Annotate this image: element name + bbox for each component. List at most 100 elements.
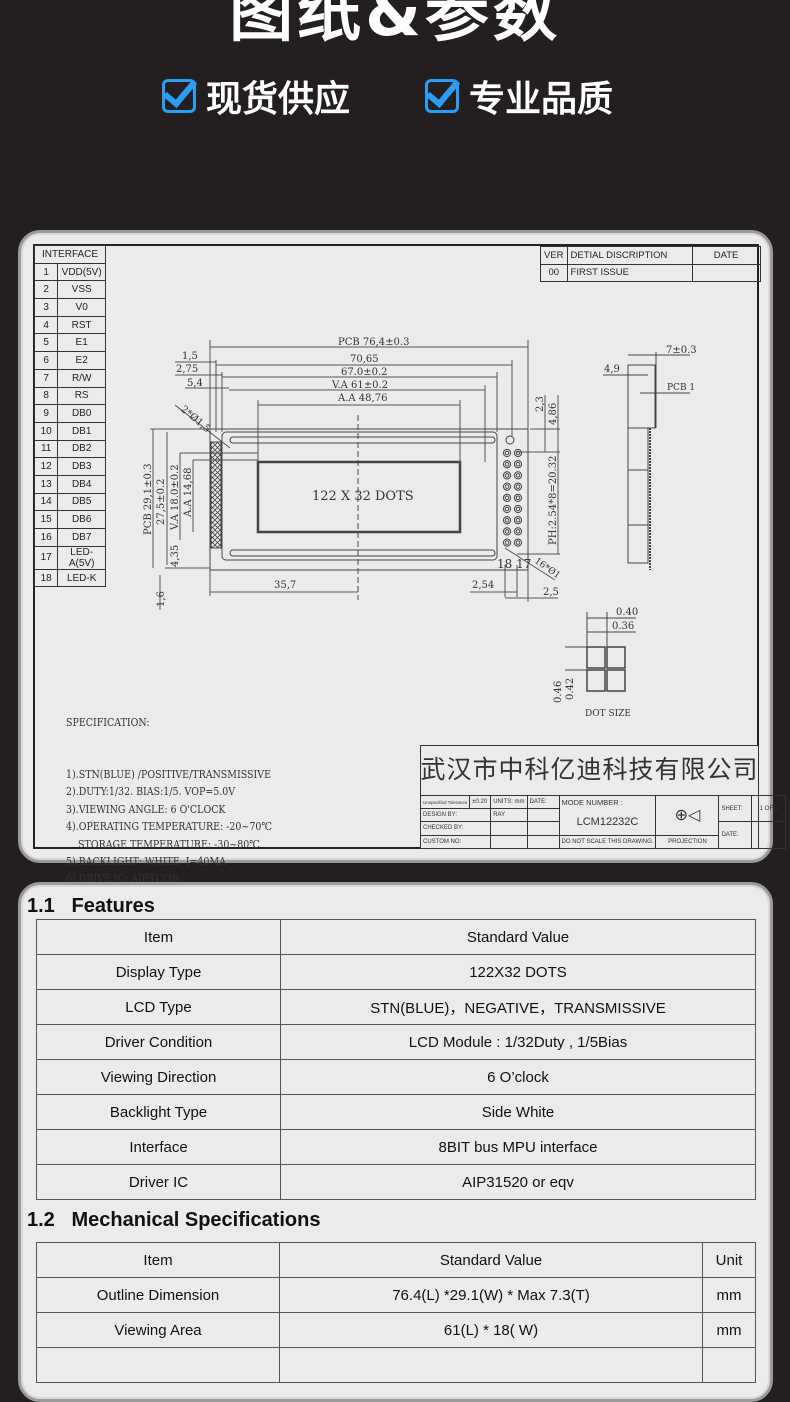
spec-line: 5).BACKLIGHT: WHITE I=40MA — [66, 855, 226, 869]
table-cell: Display Type — [36, 954, 281, 990]
pin-hole — [504, 473, 510, 478]
table-cell: Backlight Type — [36, 1094, 281, 1130]
tb-cell: Unspecified Tolerance — [419, 794, 471, 810]
dim-label: 5,4 — [187, 378, 203, 389]
pin-number: 13 — [33, 474, 59, 494]
tb-cell: CHECKED BY: — [419, 821, 492, 836]
dim-label: 35,7 — [274, 580, 296, 591]
dim-label: 0.40 — [616, 607, 638, 618]
dim-label: 70,65 — [350, 354, 379, 365]
tb-cell: RAY — [490, 808, 528, 823]
dim-label: PCB 1 — [667, 383, 695, 393]
pin-name: VSS — [57, 280, 106, 300]
dim-label: V.A 18.0±0.2 — [170, 464, 181, 531]
pcb-outline — [209, 428, 529, 571]
table-cell — [279, 1347, 703, 1383]
table-cell: Driver IC — [36, 1164, 281, 1200]
table-cell: mm — [702, 1312, 756, 1348]
dim-label: A.A 14,68 — [183, 468, 194, 518]
pin-hole — [513, 504, 523, 514]
pin-hole — [502, 516, 512, 525]
badge-in-stock: 现货供应 — [162, 70, 350, 122]
table-cell: Viewing Area — [36, 1312, 280, 1348]
pin-hole — [504, 540, 510, 545]
tb-cell — [526, 821, 560, 836]
dot-size-diagram — [565, 612, 636, 692]
rev-cell — [691, 263, 761, 282]
table-cell: LCD Type — [36, 989, 281, 1025]
badge-label: 现货供应 — [206, 79, 351, 120]
tb-cell: CUSTOM NO: — [419, 834, 492, 849]
dim-label: 4,35 — [170, 545, 181, 567]
section-title: Mechanical Specifications — [71, 1209, 321, 1231]
spec-line: 3).VIEWING ANGLE: 6 O'CLOCK — [66, 802, 226, 816]
badge-label: 专业品质 — [469, 79, 614, 120]
dim-label: 2,3 — [535, 396, 546, 412]
pin-hole — [504, 517, 510, 523]
mechanical-drawing: PCB 76,4±0.3 70,65 67.0±0.2 V.A 61±0.2 A… — [143, 337, 697, 719]
tb-cell: DATE: — [526, 794, 560, 810]
title-block-grid: Unspecified Tolerance ±0.20 UNITS: mm DA… — [419, 794, 787, 849]
spec-line: 2).DUTY:1/32. BIAS:1/5. VOP=5.0V — [66, 785, 236, 799]
pin-hole — [513, 482, 523, 491]
dot-size-label: DOT SIZE — [585, 709, 631, 719]
pin-number: 15 — [33, 510, 59, 529]
table-cell: Side White — [280, 1094, 756, 1130]
pin-hole — [513, 448, 523, 458]
projection-symbol-icon: ⊕◁ — [655, 795, 720, 836]
pin-hole — [513, 516, 523, 525]
pin-number: 17 — [33, 545, 59, 570]
table-cell — [36, 1347, 280, 1383]
dim-label: 7±0.3 — [666, 345, 697, 356]
pin-hole — [513, 460, 523, 469]
tb-cell: ±0.20 — [469, 794, 492, 810]
table-row — [36, 1347, 756, 1383]
pin-name: V0 — [57, 298, 106, 317]
lcd-glass — [221, 431, 498, 561]
pin-hole — [515, 529, 521, 534]
table-cell: Viewing Direction — [36, 1059, 281, 1095]
pin-hole — [502, 448, 512, 458]
dim-label: PH:2.54*8=20.32 — [548, 456, 559, 545]
pin-name: DB2 — [57, 439, 106, 459]
table-cell: 61(L) * 18( W) — [279, 1312, 703, 1348]
spec-title: SPECIFICATION: — [66, 715, 150, 729]
tb-cell: DATE: — [718, 821, 753, 849]
spec-line: 1).STN(BLUE) /POSITIVE/TRANSMISSIVE — [66, 768, 271, 782]
hatched-strip — [210, 441, 222, 549]
company-name: 武汉市中科亿迪科技有限公司 — [420, 755, 759, 784]
pin-hole — [502, 493, 512, 502]
rev-cell: FIRST ISSUE — [566, 263, 693, 282]
table-cell: Outline Dimension — [36, 1277, 280, 1313]
pin-hole — [504, 450, 510, 456]
pin-hole — [504, 529, 510, 534]
pin-hole — [515, 450, 521, 456]
table-cell: LCD Module : 1/32Duty , 1/5Bias — [280, 1024, 756, 1060]
pin-hole — [515, 506, 521, 512]
tb-cell: 1 OF 1 — [751, 794, 787, 823]
pin-hole — [513, 538, 523, 547]
table-cell: AIP31520 or eqv — [280, 1164, 756, 1200]
pin-holes — [502, 448, 523, 547]
pin-name: LED-K — [57, 568, 106, 588]
pin-name: E1 — [57, 333, 106, 353]
table-header: Standard Value — [280, 919, 756, 955]
dim-label: 4,86 — [548, 403, 559, 425]
table-cell: 122X32 DOTS — [280, 954, 756, 990]
table-header: Standard Value — [279, 1242, 703, 1278]
table-cell: Driver Condition — [36, 1024, 281, 1060]
pin-hole — [513, 527, 523, 536]
tb-cell — [490, 834, 528, 849]
dim-label: PCB 29,1±0.3 — [143, 464, 154, 535]
